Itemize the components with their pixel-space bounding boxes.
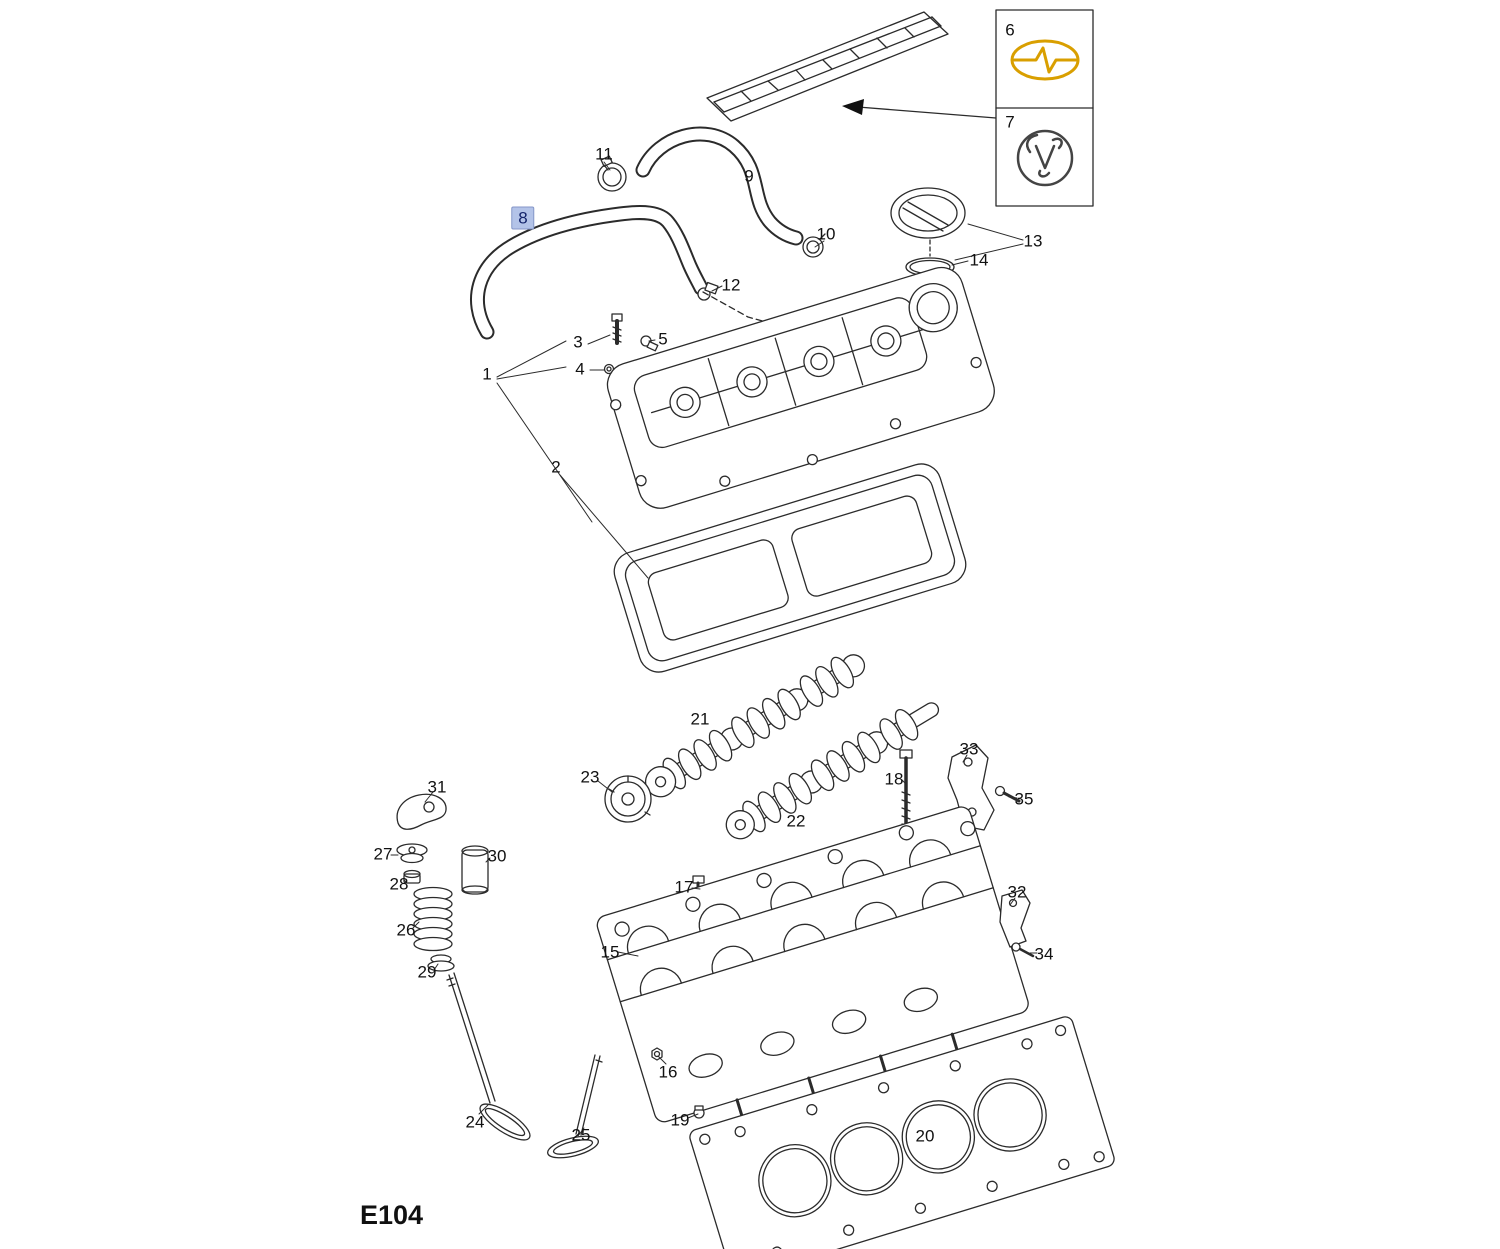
valve-25 xyxy=(547,1054,603,1159)
callout-32[interactable]: 32 xyxy=(1007,882,1027,902)
callout-10[interactable]: 10 xyxy=(816,224,836,244)
callout-5[interactable]: 5 xyxy=(658,329,668,349)
pointer-arrow xyxy=(842,99,997,119)
oil-filler-cap-13 xyxy=(890,187,966,239)
valve-stem-seal-28 xyxy=(403,869,421,884)
bracket-32 xyxy=(999,889,1031,948)
callout-35[interactable]: 35 xyxy=(1014,789,1034,809)
callout-20[interactable]: 20 xyxy=(915,1126,935,1146)
callout-30[interactable]: 30 xyxy=(487,846,507,866)
valve-cover xyxy=(606,266,995,509)
callout-16[interactable]: 16 xyxy=(658,1062,678,1082)
spring-retainer-27 xyxy=(396,843,428,864)
vauxhall-griffin-logo xyxy=(1016,129,1074,187)
vent-hose-9 xyxy=(635,126,804,246)
callout-18[interactable]: 18 xyxy=(884,769,904,789)
breather-hose-8 xyxy=(470,205,709,340)
callout-25[interactable]: 25 xyxy=(571,1125,591,1145)
plug-19 xyxy=(693,1105,705,1119)
callout-19[interactable]: 19 xyxy=(670,1110,690,1130)
callout-2[interactable]: 2 xyxy=(551,457,561,477)
callout-21[interactable]: 21 xyxy=(690,709,710,729)
clip-5 xyxy=(640,335,659,352)
hose-clamp-11 xyxy=(597,155,627,192)
callout-3[interactable]: 3 xyxy=(573,332,583,352)
bolt-34 xyxy=(1011,942,1035,958)
callout-9[interactable]: 9 xyxy=(744,166,754,186)
callout-7[interactable]: 7 xyxy=(1005,112,1015,132)
callout-23[interactable]: 23 xyxy=(580,767,600,787)
callout-6[interactable]: 6 xyxy=(1005,20,1015,40)
callout-17[interactable]: 17 xyxy=(674,877,694,897)
callout-33[interactable]: 33 xyxy=(959,739,979,759)
valve-24 xyxy=(446,972,531,1141)
hydraulic-lifter-30 xyxy=(461,845,489,895)
callout-31[interactable]: 31 xyxy=(427,777,447,797)
callout-26[interactable]: 26 xyxy=(396,920,416,940)
hose-clamp-10 xyxy=(802,233,826,258)
assembly-dash-line xyxy=(702,291,803,333)
bolt-3 xyxy=(611,313,623,345)
valve-cover-gasket-2 xyxy=(613,463,967,673)
head-gasket-20 xyxy=(689,1016,1115,1249)
cover-trim-strip xyxy=(706,11,949,122)
figure-code: E104 xyxy=(360,1200,424,1230)
callout-27[interactable]: 27 xyxy=(373,844,393,864)
callout-34[interactable]: 34 xyxy=(1034,944,1054,964)
callout-4[interactable]: 4 xyxy=(575,359,585,379)
valve-spring-26 xyxy=(413,886,453,952)
camshaft-sensor-wheel-23 xyxy=(604,775,652,823)
callout-8-highlighted[interactable]: 8 xyxy=(511,206,535,230)
callout-13[interactable]: 13 xyxy=(1023,231,1043,251)
camshaft-21 xyxy=(644,654,866,798)
callout-28[interactable]: 28 xyxy=(389,874,409,894)
callout-22[interactable]: 22 xyxy=(786,811,806,831)
callout-1[interactable]: 1 xyxy=(482,364,492,384)
callout-12[interactable]: 12 xyxy=(721,275,741,295)
callout-24[interactable]: 24 xyxy=(465,1112,485,1132)
leader-lines xyxy=(390,161,1038,1137)
callout-15[interactable]: 15 xyxy=(600,942,620,962)
brand-logo-panel xyxy=(995,9,1094,207)
callout-29[interactable]: 29 xyxy=(417,962,437,982)
callout-11[interactable]: 11 xyxy=(595,144,613,164)
hose-connector-12 xyxy=(697,281,719,301)
callout-14[interactable]: 14 xyxy=(969,250,989,270)
cylinder-head-15 xyxy=(596,806,1029,1127)
camshaft-22 xyxy=(725,702,940,840)
rocker-arm-31 xyxy=(396,793,447,830)
opel-lightning-logo xyxy=(1010,39,1080,81)
